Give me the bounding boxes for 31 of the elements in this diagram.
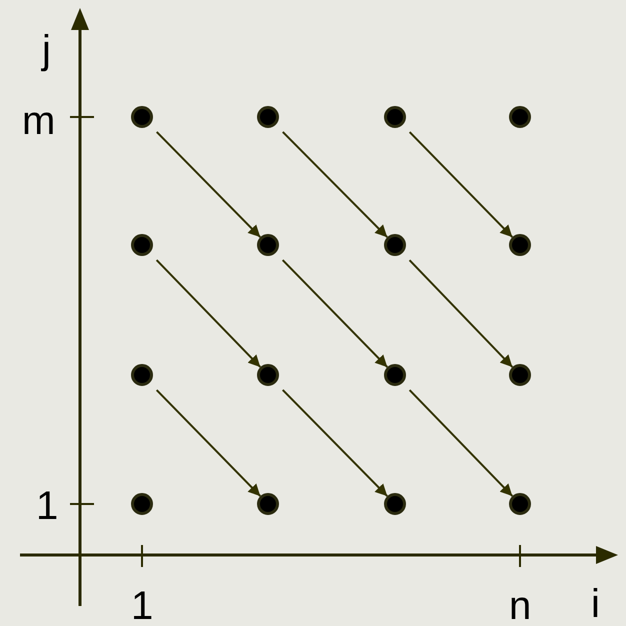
arrow bbox=[156, 131, 261, 238]
grid-point bbox=[257, 106, 279, 128]
grid-point bbox=[509, 364, 531, 386]
grid-point bbox=[257, 493, 279, 515]
arrow bbox=[282, 389, 388, 497]
grid-point bbox=[384, 234, 406, 256]
grid-point bbox=[384, 106, 406, 128]
grid-point bbox=[257, 364, 279, 386]
tick-label: n bbox=[509, 586, 532, 626]
arrow bbox=[408, 131, 514, 238]
axis-label: j bbox=[42, 30, 51, 70]
grid-point bbox=[384, 364, 406, 386]
grid-point bbox=[509, 493, 531, 515]
grid-point bbox=[131, 364, 153, 386]
grid-point bbox=[257, 234, 279, 256]
arrow bbox=[156, 259, 262, 368]
grid-point bbox=[384, 493, 406, 515]
axis-label: i bbox=[591, 584, 600, 624]
grid-point bbox=[509, 234, 531, 256]
arrow bbox=[282, 259, 388, 368]
grid-point bbox=[131, 234, 153, 256]
arrow bbox=[408, 259, 514, 368]
grid-point bbox=[509, 106, 531, 128]
arrow bbox=[156, 389, 262, 497]
arrow bbox=[408, 389, 514, 497]
tick-label: m bbox=[22, 101, 56, 141]
arrow bbox=[282, 131, 388, 238]
tick-label: 1 bbox=[131, 586, 154, 626]
grid-point bbox=[131, 106, 153, 128]
grid-point bbox=[131, 493, 153, 515]
tick-label: 1 bbox=[36, 486, 58, 526]
